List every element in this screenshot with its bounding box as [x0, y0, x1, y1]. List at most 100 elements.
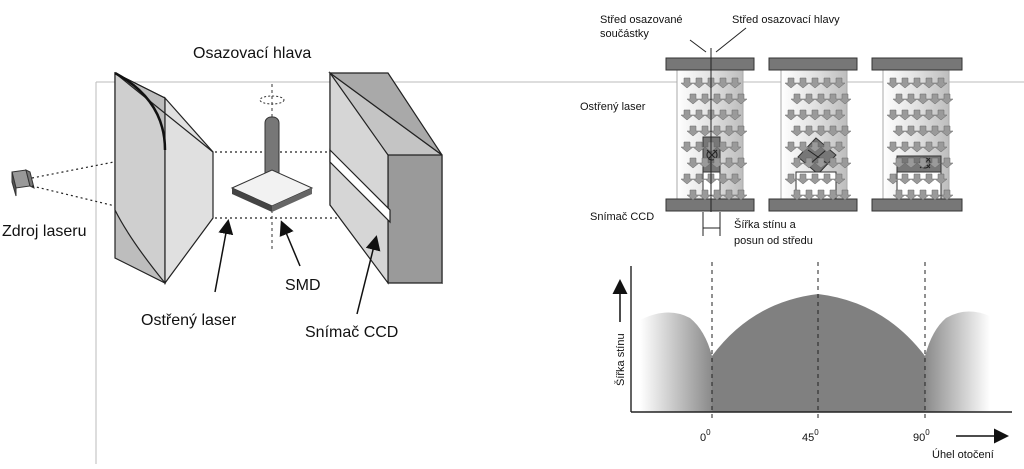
panel-90-arrow: [940, 93, 954, 105]
panel-90-arrow: [886, 141, 900, 153]
y-axis-label: Šířka stínu: [614, 333, 627, 386]
panel-90-arrow: [904, 189, 918, 201]
panel-0-arrow: [722, 125, 736, 137]
panel-0-arrow: [710, 93, 724, 105]
panel-45-arrow: [814, 157, 828, 169]
panel-0-arrow: [734, 125, 748, 137]
panel-0-arrow: [692, 109, 706, 121]
panel-45-arrow: [832, 173, 846, 185]
panel-45-arrow: [838, 189, 852, 201]
ccd-label: Snímač CCD: [305, 324, 398, 341]
panel-45-arrow: [802, 189, 816, 201]
focused-laser-label: Ostřený laser: [141, 312, 237, 329]
panel-45-arrow: [790, 125, 804, 137]
panel-90-arrow: [886, 173, 900, 185]
chart-area-left-fade: [640, 312, 712, 412]
panel-90-arrow: [940, 189, 954, 201]
panel-45-arrow: [814, 189, 828, 201]
panel-0-arrow: [680, 141, 694, 153]
panel-90-arrow: [928, 125, 942, 137]
component-center-label-2: součástky: [600, 28, 649, 40]
panel-90-arrow: [892, 189, 906, 201]
panel-0-arrow: [680, 109, 694, 121]
panel-90-arrow: [910, 77, 924, 89]
panel-45-arrow: [802, 93, 816, 105]
panel-90-arrow: [898, 77, 912, 89]
panel-45-arrow: [802, 125, 816, 137]
panel-0-arrow: [692, 77, 706, 89]
panel-45-arrow: [814, 125, 828, 137]
tick-label-45: 450: [802, 428, 819, 444]
panel-45-arrow: [838, 93, 852, 105]
panel-90-arrow: [928, 93, 942, 105]
panel-90-arrow: [940, 157, 954, 169]
panel-0-arrow: [698, 93, 712, 105]
panel-0-arrow: [734, 189, 748, 201]
panel-90-arrow: [910, 109, 924, 121]
left-diagram: Osazovací hlava Zdroj laseru: [2, 45, 443, 341]
panel-0-arrow: [686, 189, 700, 201]
right-top-diagram: Střed osazované součástky Střed osazovac…: [580, 14, 963, 247]
panel-90-arrow: [898, 109, 912, 121]
x-axis-label: Úhel otočení: [932, 448, 994, 461]
tick-label-0: 00: [700, 428, 711, 444]
panel-45-arrow: [796, 141, 810, 153]
head-center-label: Střed osazovací hlavy: [732, 14, 840, 26]
panel-0-arrow: [716, 173, 730, 185]
panel-90-arrow: [916, 157, 930, 169]
panel-90-arrow: [886, 109, 900, 121]
shadow-width-chart: 00 450 900 Úhel otočení Šířka stínu: [612, 262, 1012, 461]
panel-45-arrow: [820, 109, 834, 121]
panel-90-arrow: [904, 157, 918, 169]
laser-arrow-grid: [680, 77, 954, 201]
panel-0-arrow: [686, 125, 700, 137]
panel-90-arrow: [898, 173, 912, 185]
smd-label: SMD: [285, 277, 321, 294]
panel-0-arrow: [728, 77, 742, 89]
panel-45-arrow: [826, 125, 840, 137]
panel-0-arrow: [722, 157, 736, 169]
panel-90-arrow: [898, 141, 912, 153]
tick-label-90: 900: [913, 428, 930, 444]
panel-0-arrow: [728, 173, 742, 185]
panel-45-arrow: [826, 157, 840, 169]
panel-0-arrow: [698, 125, 712, 137]
panel-0-arrow: [698, 157, 712, 169]
panel-45-arrow: [832, 141, 846, 153]
panel-45-arrow: [838, 125, 852, 137]
panel-45-arrow: [790, 157, 804, 169]
panel-0-arrow: [692, 173, 706, 185]
head-label: Osazovací hlava: [193, 45, 311, 62]
panel-45-arrow: [796, 77, 810, 89]
panel-90-arrow: [910, 173, 924, 185]
smd-head: [230, 84, 314, 250]
panel-45-arrow: [808, 173, 822, 185]
panel-90-arrow: [934, 109, 948, 121]
panel-90-arrow: [892, 93, 906, 105]
panel-45-arrow: [784, 77, 798, 89]
panel-90-arrow: [928, 157, 942, 169]
panel-45-arrow: [796, 109, 810, 121]
panel-45-arrow: [820, 77, 834, 89]
head-center-leader: [715, 27, 747, 53]
panel-45-arrow: [790, 189, 804, 201]
panel-0-arrow: [728, 109, 742, 121]
panel-45-arrow: [814, 93, 828, 105]
panel-0-arrow: [722, 93, 736, 105]
panel-0-arrow: [680, 173, 694, 185]
ccd-label: Snímač CCD: [590, 211, 654, 223]
panel-45-arrow: [790, 93, 804, 105]
panel-45-arrow: [808, 77, 822, 89]
panel-90-arrow: [934, 141, 948, 153]
panel-90-arrow: [922, 77, 936, 89]
shadow-label-1: Šířka stínu a: [734, 218, 797, 231]
panel-45-arrow: [808, 109, 822, 121]
panel-0-arrow: [716, 109, 730, 121]
panel-90-arrow: [922, 141, 936, 153]
panel-90-arrow: [928, 189, 942, 201]
panel-45-arrow: [784, 141, 798, 153]
lens-block: [114, 71, 214, 285]
panel-90-arrow: [892, 157, 906, 169]
component-center-label-1: Střed osazované: [600, 14, 683, 26]
panel-45-arrow: [796, 173, 810, 185]
